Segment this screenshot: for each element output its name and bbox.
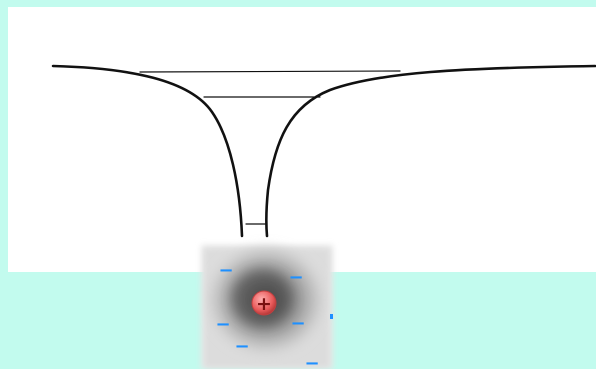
negative-charge-icon: − [234, 336, 249, 357]
negative-charge-icon: − [215, 314, 230, 335]
negative-charge-icon: − [288, 267, 303, 288]
negative-charge-icon [330, 314, 333, 319]
negative-charge-icon: − [304, 353, 319, 369]
negative-charge-icon: − [218, 260, 233, 281]
negative-charge-icon: − [290, 313, 305, 334]
positive-charge-symbol: + [256, 293, 272, 315]
positive-charge-icon: + [252, 291, 276, 315]
diagram-panel [8, 7, 596, 272]
